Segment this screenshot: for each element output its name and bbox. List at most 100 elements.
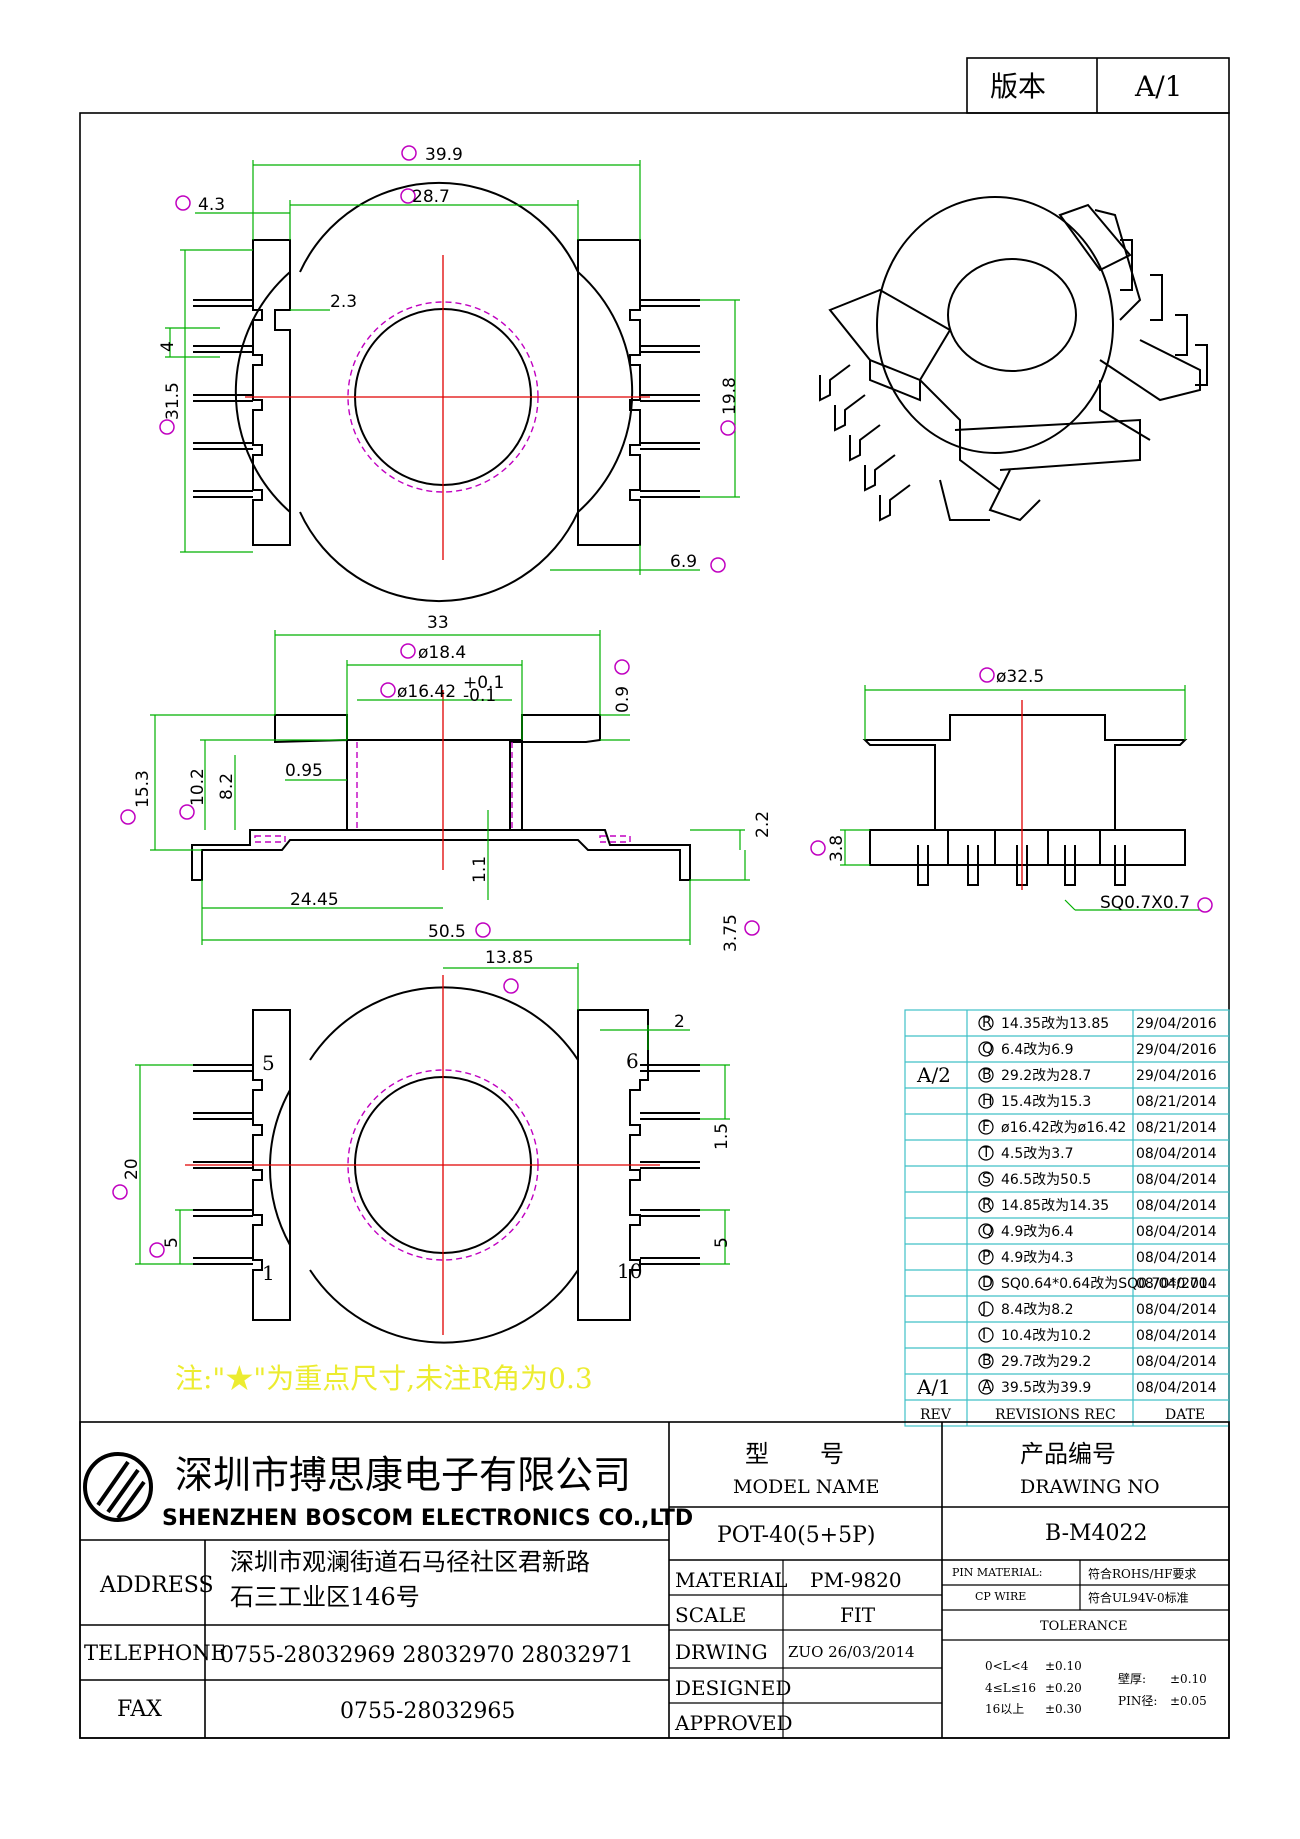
dim-pin-section: SQ0.7X0.7 [1100, 893, 1190, 913]
pin-material-label: PIN MATERIAL: [952, 1566, 1042, 1579]
revision-date: 08/21/2014 [1136, 1094, 1217, 1110]
dim-winding-h2: 8.2 [217, 773, 237, 800]
revision-mark: F [982, 1119, 990, 1135]
revision-date: 08/04/2014 [1136, 1276, 1217, 1292]
tol-1-range: 0<L<4 [985, 1659, 1029, 1673]
drawing-value: ZUO 26/03/2014 [788, 1643, 915, 1661]
front-view: 33 ø18.4 ø16.42 +0.1 -0.1 0.9 0.95 15.3 … [120, 613, 773, 952]
address-line-1: 深圳市观澜街道石马径社区君新路 [230, 1548, 590, 1576]
revision-date: 08/04/2014 [1136, 1198, 1217, 1214]
top-view: 39.9 4.3 28.7 2.3 4 31.5 19.8 6.9 [158, 145, 740, 603]
dim-bore-tol-plus: +0.1 [463, 673, 504, 693]
version-value: A/1 [1134, 70, 1182, 103]
pin-label-10: 10 [617, 1259, 642, 1283]
material-label: MATERIAL [675, 1568, 787, 1592]
dim-flange-thk: 0.9 [613, 686, 633, 713]
dim-base-gap: 1.1 [470, 856, 490, 883]
company-name-cn: 深圳市搏思康电子有限公司 [175, 1453, 631, 1497]
revision-mark: Q [982, 1041, 993, 1057]
revision-header-rev: REV [920, 1407, 952, 1423]
revision-mark: R [982, 1015, 992, 1031]
revision-mark: P [982, 1249, 990, 1265]
pin-dia-tol-value: ±0.05 [1170, 1694, 1207, 1708]
tol-3-value: ±0.30 [1045, 1702, 1082, 1716]
revision-mark: I [982, 1327, 986, 1343]
cp-wire-label: CP WIRE [975, 1590, 1026, 1603]
revision-date: 08/04/2014 [1136, 1172, 1217, 1188]
revision-mark: B [982, 1353, 992, 1369]
address-label: ADDRESS [99, 1573, 214, 1598]
dim-pin-span-right: 19.8 [720, 377, 740, 415]
revision-change: 8.4改为8.2 [1001, 1302, 1074, 1318]
dim-winding-h: 10.2 [188, 768, 208, 806]
wall-tol-label: 壁厚: [1118, 1671, 1146, 1686]
dim-slot: 2.3 [330, 292, 357, 312]
drawing-no-cn: 产品编号 [1020, 1440, 1116, 1468]
revision-change: 4.5改为3.7 [1001, 1146, 1074, 1162]
model-name-label: MODEL NAME [733, 1476, 879, 1498]
title-block: 深圳市搏思康电子有限公司 SHENZHEN BOSCOM ELECTRONICS… [79, 1421, 1230, 1739]
revision-mark: S [982, 1171, 991, 1187]
dim-bottom-offset: 13.85 [485, 948, 534, 968]
revision-change: 10.4改为10.2 [1001, 1328, 1091, 1344]
revision-header-date: DATE [1165, 1407, 1205, 1423]
drawing-no-value: B-M4022 [1045, 1521, 1148, 1546]
revision-mark: T [981, 1145, 991, 1161]
dim-pin-offset: 6.9 [670, 552, 697, 572]
dim-bottom-pitch-right: 5 [712, 1237, 732, 1248]
drawing-no-label: DRAWING NO [1020, 1476, 1160, 1498]
wall-tol-value: ±0.10 [1170, 1672, 1207, 1686]
tolerance-label: TOLERANCE [1040, 1619, 1127, 1634]
model-name-value: POT-40(5+5P) [717, 1523, 876, 1548]
dim-bore-dia: ø16.42 [397, 682, 456, 702]
tol-3-range: 16以上 [985, 1702, 1024, 1716]
company-name-en: SHENZHEN BOSCOM ELECTRONICS CO.,LTD [162, 1506, 693, 1531]
pin-label-6: 6 [626, 1049, 639, 1073]
revision-mark: A [982, 1379, 992, 1395]
telephone-label: TELEPHONE [84, 1641, 226, 1665]
revision-mark: J [981, 1301, 986, 1317]
dim-pin-len: 3.75 [721, 914, 741, 952]
dim-front-height: 15.3 [133, 770, 153, 808]
revision-date: 08/04/2014 [1136, 1354, 1217, 1370]
revision-date: 08/04/2014 [1136, 1250, 1217, 1266]
revision-change: ø16.42改为ø16.42 [1001, 1120, 1126, 1136]
dim-inner-width: 28.7 [412, 187, 450, 207]
company-logo-icon [83, 1452, 153, 1522]
revision-rev: A/2 [916, 1063, 951, 1087]
revision-date: 08/04/2014 [1136, 1380, 1217, 1396]
scale-label: SCALE [675, 1603, 746, 1627]
revision-date: 08/04/2014 [1136, 1224, 1217, 1240]
dim-pin-pitch: 4 [158, 341, 178, 352]
revision-date: 29/04/2016 [1136, 1016, 1217, 1032]
tol-2-range: 4≤L≤16 [985, 1681, 1036, 1695]
dim-pin-span: 31.5 [163, 382, 183, 420]
revision-date: 29/04/2016 [1136, 1042, 1217, 1058]
dim-side-dia: ø32.5 [996, 667, 1044, 687]
revision-change: 6.4改为6.9 [1001, 1042, 1074, 1058]
model-cn-1: 型 [745, 1440, 769, 1468]
dim-bottom-pitch-left: 5 [162, 1237, 182, 1248]
revision-mark: H [982, 1093, 993, 1109]
revision-change: SQ0.64*0.64改为SQ0.70*0.70 [1001, 1276, 1208, 1292]
dim-front-width: 33 [427, 613, 449, 633]
tol-1-value: ±0.10 [1045, 1659, 1082, 1673]
isometric-view [819, 196, 1208, 522]
revision-change: 39.5改为39.9 [1001, 1380, 1091, 1396]
revision-change: 4.9改为6.4 [1001, 1224, 1074, 1240]
telephone-value: 0755-28032969 28032970 28032971 [220, 1643, 633, 1668]
revision-mark: B [982, 1067, 992, 1083]
designed-label: DESIGNED [675, 1676, 791, 1700]
pin-label-5: 5 [262, 1051, 275, 1075]
revision-rev: A/1 [916, 1375, 951, 1399]
approved-label: APPROVED [674, 1711, 793, 1735]
revision-mark: Q [982, 1223, 993, 1239]
fax-value: 0755-28032965 [340, 1699, 515, 1724]
pin-label-1: 1 [262, 1261, 275, 1285]
revision-date: 08/04/2014 [1136, 1146, 1217, 1162]
revision-change: 29.7改为29.2 [1001, 1354, 1091, 1370]
bottom-view: 13.85 2 20 5 1.5 5 1 5 6 10 [112, 948, 732, 1344]
revision-change: 29.2改为28.7 [1001, 1068, 1091, 1084]
fax-label: FAX [117, 1697, 162, 1722]
